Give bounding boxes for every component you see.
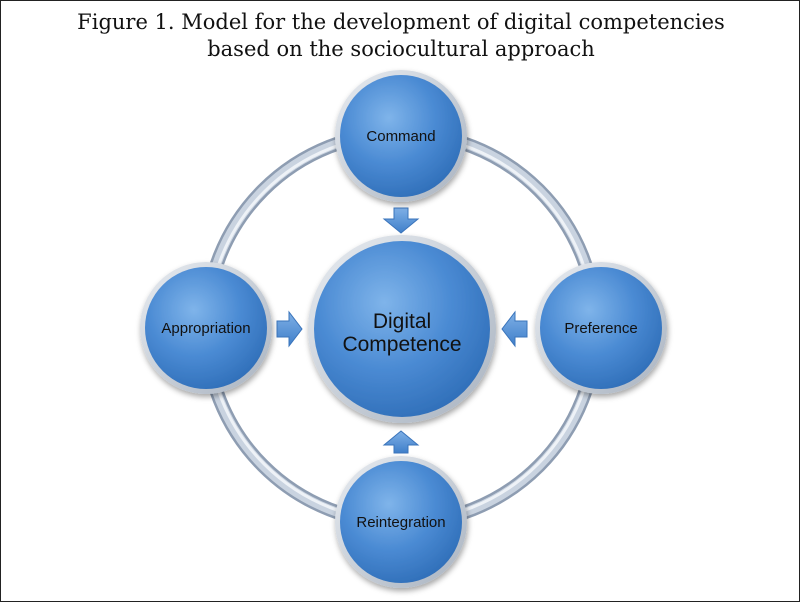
figure-title-line-1: Figure 1. Model for the development of d… — [77, 10, 725, 34]
center-node-label-line-2: Competence — [342, 333, 461, 356]
node-left — [140, 262, 272, 394]
center-node-label-line-1: Digital — [373, 310, 431, 333]
arrow-down-icon — [382, 207, 420, 234]
node-bottom-label: Reintegration — [356, 514, 445, 531]
node-right-label: Preference — [564, 320, 637, 337]
arrow-up-icon — [382, 430, 420, 454]
node-left-label: Appropriation — [161, 320, 250, 337]
node-top-label: Command — [366, 128, 435, 145]
node-top — [335, 70, 467, 202]
node-bottom — [335, 456, 467, 588]
arrow-left-icon — [501, 310, 528, 348]
figure-title: Figure 1. Model for the development of d… — [1, 9, 800, 63]
arrow-right-icon — [276, 310, 303, 348]
node-right — [535, 262, 667, 394]
figure-title-line-2: based on the sociocultural approach — [207, 37, 595, 61]
center-node — [308, 235, 496, 423]
